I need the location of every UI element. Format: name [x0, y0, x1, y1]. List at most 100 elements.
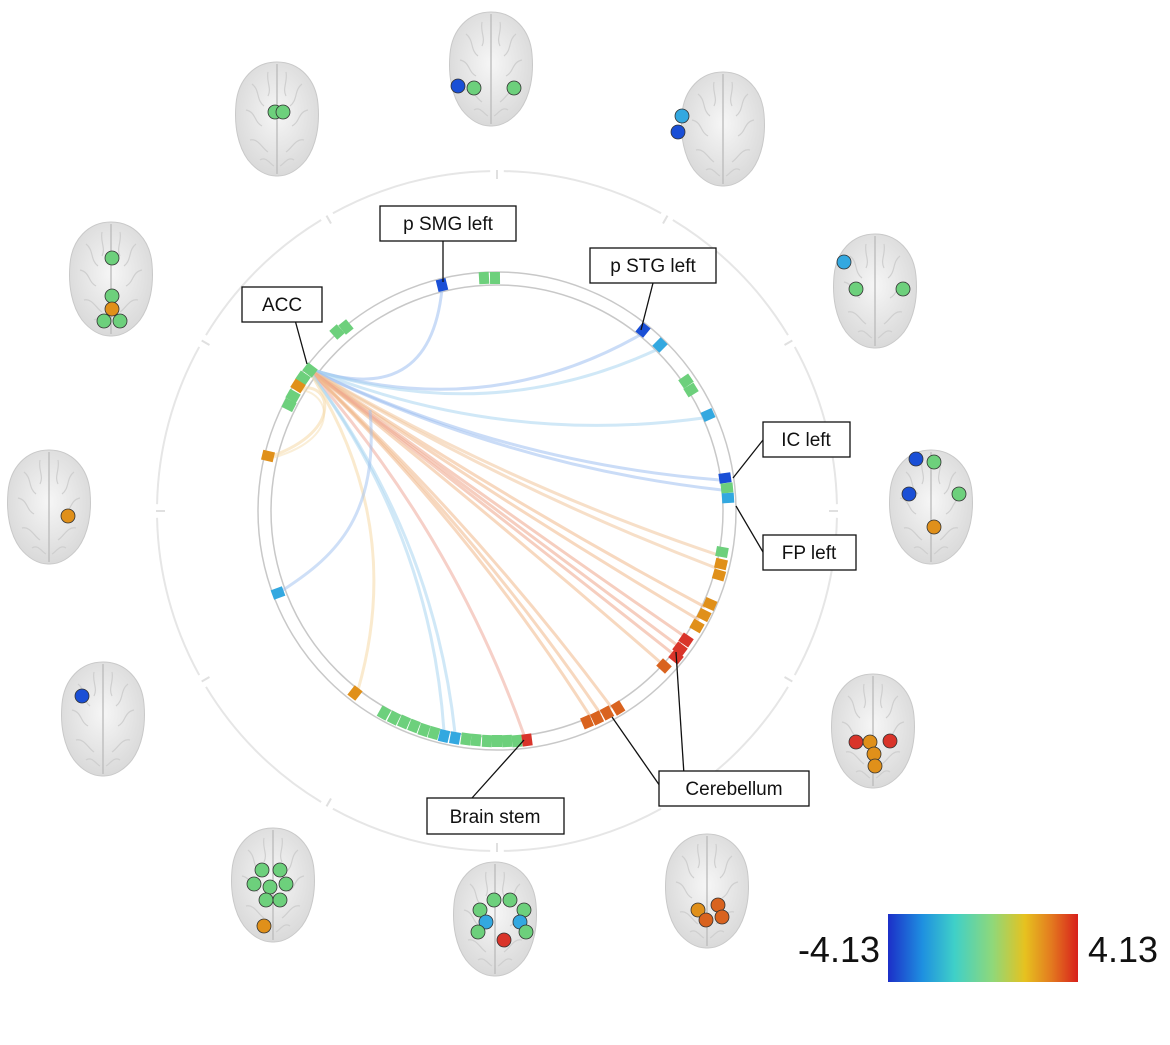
brain-node-dot [901, 486, 917, 502]
ring-node [470, 733, 482, 747]
outer-ring-segment [332, 807, 491, 852]
label-fp-left-text: FP left [782, 543, 837, 564]
outer-ring-tick [201, 676, 210, 683]
label-cerebellum-text: Cerebellum [685, 779, 782, 800]
ring-node [492, 735, 502, 747]
ring-node [347, 685, 363, 701]
brain-node-dot [848, 734, 864, 750]
brain-thumbnail [664, 833, 750, 949]
ring-node [376, 705, 392, 721]
brain-thumbnail [830, 673, 916, 789]
outer-ring-tick [784, 676, 793, 683]
label-brain-stem: Brain stem [426, 797, 565, 835]
label-ic-left-text: IC left [781, 430, 831, 451]
outer-ring-segment [156, 346, 201, 505]
label-cerebellum: Cerebellum [658, 770, 810, 807]
brain-node-dot [836, 254, 852, 270]
ring-node [678, 373, 694, 389]
brain-node-dot [278, 876, 294, 892]
brain-thumbnail [888, 449, 974, 565]
brain-node-dot [848, 281, 864, 297]
ring-node [672, 641, 688, 657]
label-psmg-left-text: p SMG left [403, 214, 493, 235]
ring-node [460, 732, 472, 746]
brain-thumbnail [6, 449, 92, 565]
brain-node-dot [867, 758, 883, 774]
ring-node [435, 277, 449, 293]
brain-node-dot [256, 918, 272, 934]
ring-node [295, 370, 311, 386]
ring-node-markers [260, 271, 735, 748]
outer-ring-segment [332, 170, 491, 215]
outer-ring-tick [784, 339, 793, 346]
ring-node [683, 382, 699, 398]
brain-node-dot [496, 932, 512, 948]
brain-thumbnail [670, 71, 766, 187]
outer-ring-segment [503, 807, 662, 852]
ring-node [656, 658, 672, 674]
ring-node [700, 407, 716, 423]
ring-node [635, 322, 651, 338]
outer-ring-segment [672, 219, 789, 336]
ring-node [610, 700, 626, 716]
ring-node [521, 733, 533, 747]
brain-node-dot [908, 451, 924, 467]
connection-line [305, 367, 376, 691]
brain-node-dot [60, 508, 76, 524]
brain-node-dot [258, 892, 274, 908]
brain-node-dot [690, 902, 706, 918]
brain-node-dot [674, 108, 690, 124]
brain-axial-view-icon [680, 71, 766, 187]
ring-node [711, 568, 727, 582]
brain-node-dot [262, 879, 278, 895]
outer-ring-segment [503, 170, 662, 215]
brain-node-dot [74, 688, 90, 704]
ring-node [489, 271, 501, 285]
brain-node-dot [951, 486, 967, 502]
ring-node [270, 586, 286, 600]
ring-node [715, 546, 729, 558]
brain-axial-view-icon [448, 11, 534, 127]
brain-thumbnail [832, 233, 918, 349]
outer-ring-segment [156, 517, 201, 676]
outer-ring-segment [205, 686, 322, 803]
ring-node [329, 324, 345, 340]
brain-node-dot [470, 924, 486, 940]
brain-node-dot [502, 892, 518, 908]
connection-line [306, 288, 444, 381]
label-brain-stem-text: Brain stem [450, 807, 541, 828]
colorbar-max-label: 4.13 [1088, 929, 1158, 970]
ring-node [260, 449, 276, 463]
brain-node-dot [466, 80, 482, 96]
brain-node-dot [714, 909, 730, 925]
ring-node [478, 271, 490, 285]
ring-node [714, 557, 728, 571]
brain-thumbnail [68, 221, 154, 337]
connection-line [306, 366, 717, 570]
label-psmg-left: p SMG left [379, 205, 517, 242]
ring-node [580, 714, 594, 730]
brain-node-dot [112, 313, 128, 329]
label-pstg-left: p STG left [589, 247, 717, 284]
brain-node-dot [486, 892, 502, 908]
brain-thumbnail [234, 61, 320, 177]
ring-node [696, 607, 712, 623]
brain-node-dot [275, 104, 291, 120]
brain-node-dot [272, 862, 288, 878]
ring-node [290, 378, 306, 394]
brain-node-dot [926, 519, 942, 535]
ring-node [338, 319, 354, 335]
brain-node-dot [450, 78, 466, 94]
ring-node [281, 397, 297, 413]
connection-line [306, 366, 685, 638]
brain-thumbnail [60, 661, 146, 777]
brain-node-dot [670, 124, 686, 140]
brain-thumbnail [452, 861, 538, 977]
ring-node [397, 714, 411, 730]
ring-node [589, 710, 605, 726]
brain-thumbnail [230, 827, 316, 943]
colorbar: -4.13 4.13 [798, 914, 1158, 982]
ring-node [702, 597, 718, 611]
colorbar-gradient [888, 914, 1078, 982]
